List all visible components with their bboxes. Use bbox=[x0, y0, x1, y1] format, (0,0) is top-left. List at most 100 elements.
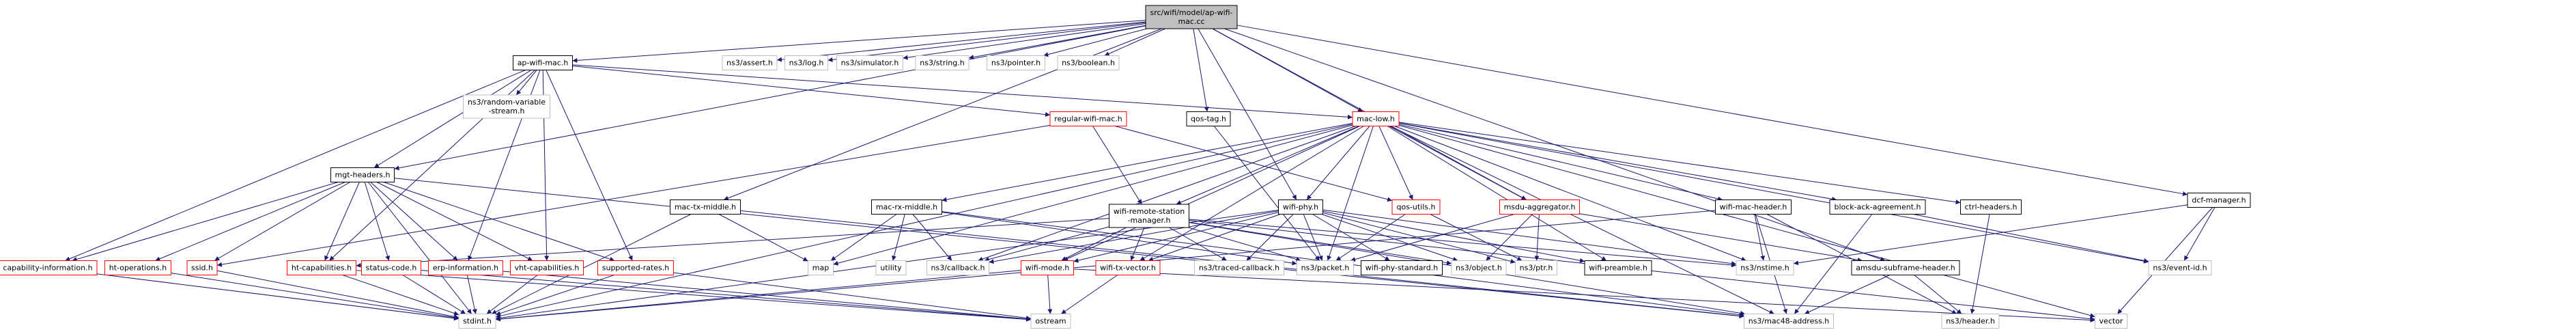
node-capability-information-h[interactable]: capability-information.h bbox=[0, 260, 98, 275]
dependency-edge bbox=[495, 275, 614, 316]
dependency-edge bbox=[1398, 124, 2095, 318]
node-label: mac.cc bbox=[1178, 17, 1204, 26]
node-supported-rates-h[interactable]: supported-rates.h bbox=[597, 260, 674, 275]
node-msdu-aggregator-h[interactable]: msdu-aggregator.h bbox=[1499, 200, 1580, 215]
node-box bbox=[513, 55, 573, 70]
dependency-edge bbox=[394, 25, 1146, 171]
node-block-ack-agreement-h[interactable]: block-ack-agreement.h bbox=[1829, 200, 1926, 215]
node-wifi-mac-header-h[interactable]: wifi-mac-header.h bbox=[1715, 200, 1792, 215]
dependency-edge bbox=[1043, 28, 1147, 57]
dependency-edge bbox=[376, 182, 533, 261]
node-regular-wifi-mac-h[interactable]: regular-wifi-mac.h bbox=[1049, 111, 1127, 126]
node-box bbox=[1049, 111, 1127, 126]
node-ns3-header-h: ns3/header.h bbox=[1941, 314, 2000, 329]
node-wifi-mode-h[interactable]: wifi-mode.h bbox=[1021, 260, 1074, 275]
node-box bbox=[926, 260, 989, 275]
node-label: ns3/assert.h bbox=[726, 59, 773, 68]
node-box bbox=[1145, 5, 1238, 29]
dependency-edge bbox=[466, 275, 477, 314]
node-ns3-object-h: ns3/object.h bbox=[1451, 260, 1507, 275]
node-ns3-simulator-h: ns3/simulator.h bbox=[836, 55, 903, 70]
node-ssid-h[interactable]: ssid.h bbox=[186, 260, 218, 275]
node-box bbox=[875, 260, 907, 275]
dependency-edge bbox=[394, 178, 1744, 319]
node-ht-capabilities-h[interactable]: ht-capabilities.h bbox=[287, 260, 356, 275]
node-mac-low-h[interactable]: mac-low.h bbox=[1352, 111, 1400, 126]
node-mgt-headers-h[interactable]: mgt-headers.h bbox=[330, 167, 395, 182]
dependency-edge bbox=[216, 270, 459, 319]
dependency-edge bbox=[1486, 214, 1533, 261]
node-label: ns3/object.h bbox=[1456, 264, 1502, 273]
node-root: src/wifi/model/ap-wifi-mac.cc bbox=[1145, 5, 1238, 29]
dependency-edge bbox=[65, 70, 526, 262]
dependency-edge bbox=[155, 182, 345, 262]
node-ns3-string-h: ns3/string.h bbox=[915, 55, 969, 70]
node-wifi-phy-h[interactable]: wifi-phy.h bbox=[1278, 200, 1323, 215]
node-label: wifi-preamble.h bbox=[1589, 264, 1647, 273]
node-wifi-phy-standard-h[interactable]: wifi-phy-standard.h bbox=[1361, 260, 1443, 275]
node-ht-operations-h[interactable]: ht-operations.h bbox=[104, 260, 171, 275]
node-label: mgt-headers.h bbox=[335, 171, 391, 180]
node-mac-tx-middle-h[interactable]: mac-tx-middle.h bbox=[670, 200, 741, 215]
dependency-edge bbox=[1398, 124, 1723, 202]
dependency-edge bbox=[1060, 275, 1118, 314]
node-mac-rx-middle-h[interactable]: mac-rx-middle.h bbox=[871, 200, 942, 215]
node-box bbox=[1021, 260, 1074, 275]
node-status-code-h[interactable]: status-code.h bbox=[361, 260, 421, 275]
node-label: regular-wifi-mac.h bbox=[1054, 115, 1122, 124]
node-box bbox=[458, 314, 496, 329]
node-amsdu-subframe-header-h[interactable]: amsdu-subframe-header.h bbox=[1851, 260, 1960, 275]
dependency-edge bbox=[1092, 126, 1142, 205]
dependency-edge bbox=[1114, 126, 1393, 202]
node-label: ns3/packet.h bbox=[1301, 264, 1350, 273]
dependency-edge bbox=[364, 182, 391, 261]
node-label: ns3/event-id.h bbox=[2153, 264, 2207, 273]
dependency-edge bbox=[1169, 227, 1228, 261]
node-label: ns3/string.h bbox=[920, 59, 964, 68]
node-erp-information-h[interactable]: erp-information.h bbox=[428, 260, 503, 275]
dependency-edge bbox=[912, 214, 952, 261]
node-dcf-manager-h[interactable]: dcf-manager.h bbox=[2187, 193, 2251, 208]
dependency-edge bbox=[833, 124, 1353, 266]
dependency-edge bbox=[1387, 126, 1607, 261]
node-label: wifi-phy.h bbox=[1283, 203, 1318, 212]
node-qos-tag-h[interactable]: qos-tag.h bbox=[1186, 111, 1231, 126]
dependency-edge bbox=[367, 182, 472, 314]
node-label: amsdu-subframe-header.h bbox=[1856, 264, 1955, 273]
dependency-edge bbox=[892, 214, 905, 261]
dependency-edge bbox=[216, 124, 1051, 267]
node-label: supported-rates.h bbox=[602, 264, 670, 273]
node-label: ns3/callback.h bbox=[931, 264, 985, 273]
node-box bbox=[1829, 200, 1926, 215]
dependency-edge bbox=[1073, 269, 2095, 322]
dependency-edge bbox=[1321, 214, 1458, 262]
node-label: vector bbox=[2099, 317, 2123, 326]
node-ns3-event-id-h: ns3/event-id.h bbox=[2148, 260, 2212, 275]
node-box bbox=[871, 200, 942, 215]
node-label: qos-tag.h bbox=[1191, 115, 1226, 124]
dependency-edge bbox=[1398, 122, 1837, 202]
node-box bbox=[808, 260, 834, 275]
node-stdint-h: stdint.h bbox=[458, 314, 496, 329]
node-ap-wifi-mac-h[interactable]: ap-wifi-mac.h bbox=[513, 55, 573, 70]
node-box bbox=[1030, 314, 1071, 329]
node-box bbox=[1391, 200, 1441, 215]
dependency-edge bbox=[1327, 126, 1374, 261]
node-wifi-tx-vector-h[interactable]: wifi-tx-vector.h bbox=[1095, 260, 1161, 275]
node-vht-capabilities-h[interactable]: vht-capabilities.h bbox=[510, 260, 584, 275]
node-label: ht-capabilities.h bbox=[292, 264, 352, 273]
node-wifi-preamble-h[interactable]: wifi-preamble.h bbox=[1584, 260, 1652, 275]
dependency-edge bbox=[2183, 207, 2216, 261]
node-box bbox=[1194, 260, 1284, 275]
node-qos-utils-h[interactable]: qos-utils.h bbox=[1391, 200, 1441, 215]
dependency-edge bbox=[491, 214, 692, 314]
node-label: dcf-manager.h bbox=[2192, 196, 2246, 205]
node-label: ns3/boolean.h bbox=[1062, 59, 1115, 68]
dependency-edge bbox=[1335, 214, 1406, 261]
node-label: ns3/traced-callback.h bbox=[1199, 264, 1279, 273]
dependency-edge bbox=[1148, 214, 1281, 262]
node-box bbox=[1361, 260, 1443, 275]
node-wifi-remote-station-manager-h[interactable]: wifi-remote-station-manager.h bbox=[1109, 204, 1189, 228]
node-ctrl-headers-h[interactable]: ctrl-headers.h bbox=[1960, 200, 2022, 215]
